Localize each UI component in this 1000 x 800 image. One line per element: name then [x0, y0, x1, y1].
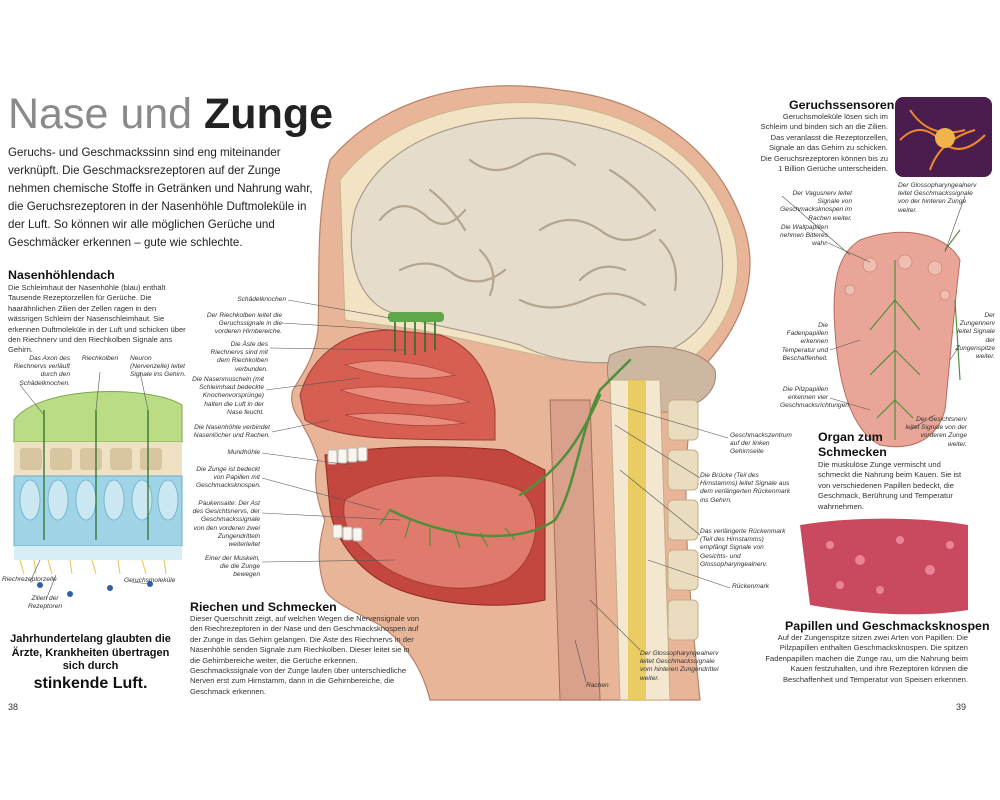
label-lingual-nerve: Der Zungennerv leitet Signale der Zungen… — [955, 312, 995, 361]
label-turbinates: Die Nasenmuscheln (mit Schleimhaut bedec… — [192, 376, 264, 416]
label-vallate-papillae: Die Wallpapillen nehmen Bitteres wahr. — [780, 224, 829, 248]
label-nerve-branches: Die Äste des Riechnervs sind mit dem Rie… — [210, 341, 268, 373]
quote-emphasis: stinkende Luft — [33, 674, 143, 692]
label-filiform-papillae: Die Fadenpapillen erkennen Temperatur un… — [781, 322, 828, 362]
label-neuron: Neuron (Nervenzelle) leitet Signale ins … — [130, 355, 186, 379]
smell-taste-body: Dieser Querschnitt zeigt, auf welchen We… — [190, 614, 420, 696]
quote-big: stinkende Luft. — [8, 674, 173, 694]
title-bold: Zunge — [204, 90, 334, 138]
page-number-left: 38 — [8, 702, 19, 712]
label-skull: Schädelknochen — [237, 296, 286, 303]
quote-text: Jahrhundertelang glaubten die Ärzte, Kra… — [10, 633, 171, 672]
smell-taste-heading: Riechen und Schmecken — [190, 600, 337, 614]
label-olfactory-bulb-inset: Riechkolben — [81, 355, 119, 362]
title-light: Nase und — [8, 90, 205, 138]
label-fungiform-papillae: Die Pilzpapillen erkennen vier Geschmack… — [780, 386, 851, 410]
label-cilia: Zilien der Rezeptoren — [27, 595, 63, 611]
quote-end: . — [142, 674, 148, 692]
papillae-micrograph — [800, 518, 968, 615]
taste-organ-body: Die muskulöse Zunge vermischt und schmec… — [818, 460, 962, 511]
quote-box: Jahrhundertelang glaubten die Ärzte, Kra… — [8, 633, 173, 694]
head-cross-section-illustration — [291, 85, 751, 701]
intro-text: Geruchs- und Geschmackssinn sind eng mit… — [8, 146, 313, 249]
nasal-roof-heading: Nasenhöhlendach — [8, 268, 115, 282]
label-spinal-cord: Rückenmark — [732, 583, 770, 590]
label-taste-center: Geschmackszentrum auf der linken Gehirns… — [730, 432, 792, 456]
page-title: Nase und Zunge — [8, 88, 333, 140]
tongue-top-view-illustration — [833, 229, 961, 448]
papillae-body: Auf der Zungenspitze sitzen zwei Arten v… — [765, 633, 968, 684]
page-number-right: 39 — [956, 702, 967, 712]
label-tongue: Die Zunge ist bedeckt von Papillen mit G… — [196, 466, 261, 490]
label-axon: Das Axon des Riechnervs verläuft durch d… — [13, 355, 70, 387]
label-chorda-tympani: Paukensaite: Der Ast des Gesichtsnervs, … — [192, 500, 260, 549]
label-nasal-cavity: Die Nasenhöhle verbindet Nasenlöcher und… — [193, 424, 270, 440]
label-olfactory-bulb: Der Riechkolben leitet die Geruchssignal… — [206, 312, 282, 336]
label-medulla: Das verlängerte Rückenmark (Teil des Hir… — [700, 528, 786, 568]
nasal-roof-illustration — [13, 390, 183, 597]
label-receptor-cell: Riechrezeptorzelle — [2, 576, 57, 583]
label-glossopharyngeal: Der Glossopharyngealnerv leitet Geschmac… — [640, 650, 719, 682]
label-facial-nerve: Der Gesichtsnerv leitet Signale von der … — [905, 416, 967, 448]
label-mouth: Mundhöhle — [227, 449, 260, 456]
label-pharynx: Rachen — [586, 682, 609, 689]
nasal-roof-body: Die Schleimhaut der Nasenhöhle (blau) en… — [8, 283, 186, 355]
taste-organ-heading: Organ zum Schmecken — [818, 430, 887, 459]
label-pons: Die Brücke (Teil des Hirnstamms) leitet … — [700, 472, 791, 504]
papillae-heading: Papillen und Geschmacksknospen — [785, 619, 990, 633]
smell-sensors-heading: Geruchssensoren — [789, 98, 895, 112]
label-tongue-muscle: Einer der Muskeln, die die Zunge bewegen — [205, 555, 260, 579]
smell-sensors-body: Geruchsmoleküle lösen sich im Schleim un… — [760, 112, 888, 174]
label-glossopharyngeal-tongue: Der Glossopharyngealnerv leitet Geschmac… — [898, 182, 977, 214]
label-vagus-nerve: Der Vagusnerv leitet Signale von Geschma… — [780, 190, 852, 222]
smell-sensor-micrograph — [895, 97, 992, 177]
label-odor-molecules: Geruchsmoleküle — [124, 577, 176, 584]
